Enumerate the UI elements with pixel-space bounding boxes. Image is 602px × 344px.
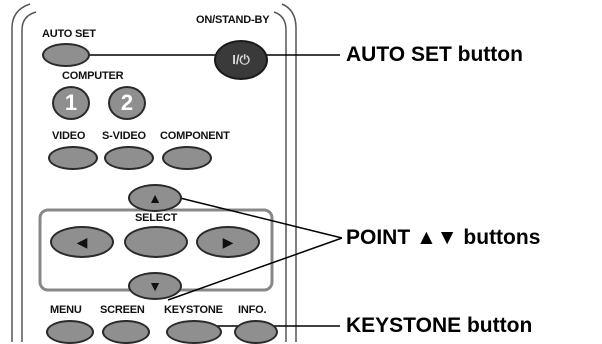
svideo-button[interactable] xyxy=(104,146,154,170)
arrow-right-icon: ▶ xyxy=(222,234,234,250)
info-button[interactable] xyxy=(234,320,278,344)
menu-label: MENU xyxy=(50,304,82,316)
select-label: SELECT xyxy=(135,212,178,224)
computer-2-label: 2 xyxy=(120,90,134,115)
component-label: COMPONENT xyxy=(160,130,230,142)
computer-1-label: 1 xyxy=(64,90,78,115)
video-button[interactable] xyxy=(48,146,98,170)
computer-1-button[interactable]: 1 xyxy=(52,86,90,120)
point-up-leader-line xyxy=(179,197,343,239)
computer-2-button[interactable]: 2 xyxy=(108,86,146,120)
computer-label: COMPUTER xyxy=(62,70,124,82)
on-standby-button[interactable]: I/⏻ xyxy=(214,40,268,80)
auto-set-callout: AUTO SET button xyxy=(346,43,523,66)
auto-set-button[interactable] xyxy=(42,43,90,67)
svideo-label: S-VIDEO xyxy=(102,130,146,142)
video-label: VIDEO xyxy=(52,130,86,142)
keystone-label: KEYSTONE xyxy=(164,304,223,316)
menu-button[interactable] xyxy=(46,320,94,344)
point-down-button[interactable]: ▼ xyxy=(128,272,182,300)
arrow-left-icon: ◀ xyxy=(76,234,88,250)
arrow-up-icon: ▲ xyxy=(148,190,162,206)
keystone-callout: KEYSTONE button xyxy=(346,314,533,337)
select-button[interactable] xyxy=(124,226,188,258)
arrow-down-icon: ▼ xyxy=(148,278,162,294)
point-buttons-callout: POINT ▲▼ buttons xyxy=(346,226,541,249)
point-down-leader-line xyxy=(167,237,343,301)
point-right-button[interactable]: ▶ xyxy=(196,226,260,258)
power-icon: I/⏻ xyxy=(232,52,250,67)
keystone-button[interactable] xyxy=(166,320,222,344)
screen-button[interactable] xyxy=(102,320,150,344)
component-button[interactable] xyxy=(162,146,212,170)
point-up-button[interactable]: ▲ xyxy=(128,184,182,212)
auto-set-label: AUTO SET xyxy=(42,28,96,40)
on-standby-label: ON/STAND-BY xyxy=(196,14,270,26)
info-label: INFO. xyxy=(238,304,267,316)
screen-label: SCREEN xyxy=(100,304,145,316)
point-left-button[interactable]: ◀ xyxy=(50,226,114,258)
